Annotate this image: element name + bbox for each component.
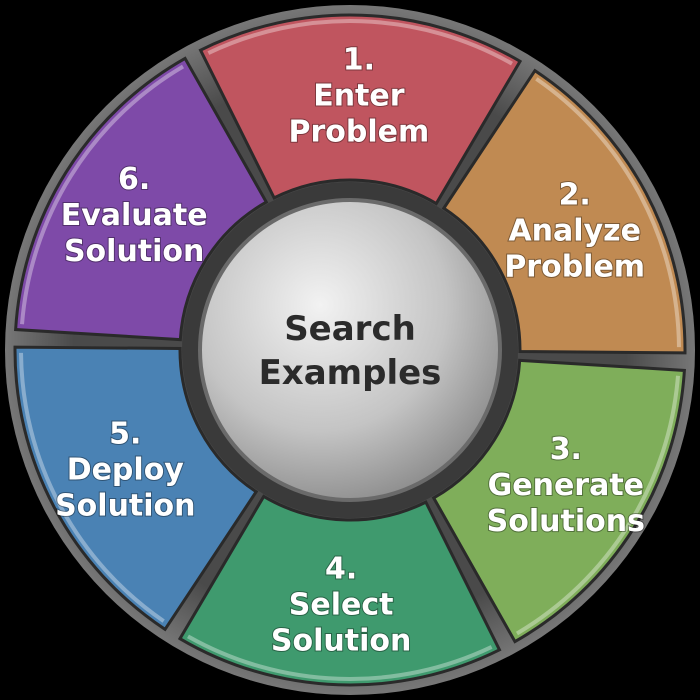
center-label-line: Search [284, 309, 416, 349]
segment-enter-problem[interactable] [198, 13, 523, 206]
segment-label-line: Enter [313, 79, 405, 114]
segment-label-line: Deploy [67, 452, 185, 487]
segment-label-line: Problem [504, 250, 645, 285]
segments-layer [13, 13, 687, 687]
segment-label-line: 6. [118, 162, 150, 197]
segment-analyze-problem[interactable] [441, 68, 687, 355]
segment-label-line: 1. [343, 43, 375, 78]
segment-label-line: Solution [55, 488, 195, 523]
segment-highlight [535, 77, 681, 348]
segment-evaluate-solution[interactable] [14, 56, 269, 342]
segment-label-line: Solution [64, 234, 204, 269]
segment-label-line: 4. [325, 551, 357, 586]
segment-label-line: Problem [288, 115, 429, 150]
segment-label-line: 5. [109, 416, 141, 451]
segment-generate-solutions[interactable] [431, 358, 686, 644]
segment-highlight [187, 634, 493, 681]
segment-highlight [515, 375, 680, 636]
segment-label-line: Select [289, 587, 394, 622]
segment-highlight [207, 19, 513, 66]
segment-label-line: Analyze [508, 214, 640, 249]
segment-label-line: Solutions [487, 504, 645, 539]
segment-label-line: Evaluate [61, 198, 208, 233]
segment-select-solution[interactable] [177, 494, 502, 687]
segment-label-line: Generate [488, 468, 644, 503]
center-hub[interactable] [198, 198, 502, 502]
segment-label-line: 2. [559, 178, 591, 213]
segment-deploy-solution[interactable] [13, 345, 259, 632]
segment-label-line: Solution [271, 623, 411, 658]
center-label-line: Examples [259, 353, 442, 393]
segment-highlight [19, 352, 165, 623]
segment-highlight [20, 64, 185, 325]
segment-label-line: 3. [550, 432, 582, 467]
